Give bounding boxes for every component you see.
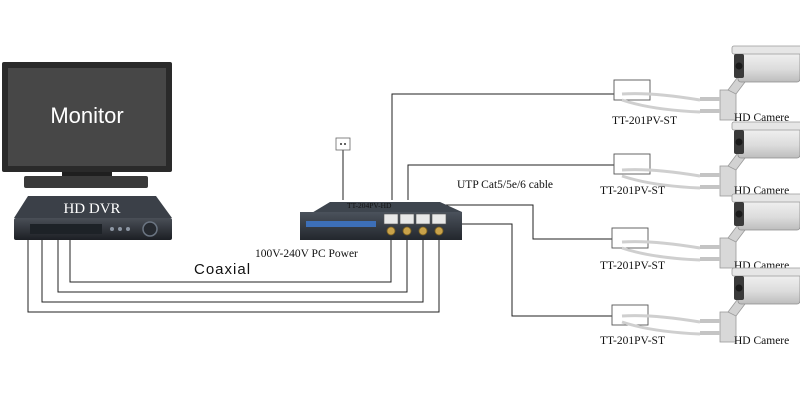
dvr-knob-icon: [142, 221, 158, 237]
camera-row-2: TT-201PV-ST HD Camere: [600, 120, 800, 198]
coaxial-label: Coaxial: [194, 261, 251, 278]
transceiver-label: TT-201PV-ST: [600, 335, 665, 347]
hub-model-label: TT-204PV-HD: [347, 201, 392, 210]
camera-label: HD Camere: [734, 335, 789, 347]
monitor: Monitor: [2, 62, 172, 188]
utp-cable-label: UTP Cat5/5e/6 cable: [457, 179, 553, 191]
power-label: 100V-240V PC Power: [255, 248, 358, 260]
camera-label: HD Camere: [734, 112, 789, 124]
wires: [27, 93, 614, 317]
dvr-label: HD DVR: [63, 201, 120, 217]
transceiver-box: [613, 79, 651, 101]
camera-row-4: TT-201PV-ST HD Camere: [600, 266, 800, 347]
video-hub: TT-204PV-HD 100V-240V PC Power: [255, 137, 462, 260]
hub-rj45-ports: [383, 213, 447, 225]
camera-row-3: TT-201PV-ST HD Camere: [600, 192, 800, 272]
monitor-label: Monitor: [50, 103, 123, 128]
power-outlet-icon: [335, 137, 351, 151]
hd-dvr: HD DVR: [14, 196, 172, 240]
camera-row-1: TT-201PV-ST HD Camere: [612, 44, 800, 127]
transceiver-label: TT-201PV-ST: [612, 115, 677, 127]
hub-bnc-ports: [386, 226, 444, 236]
transceiver-label: TT-201PV-ST: [600, 260, 665, 272]
transceiver-label: TT-201PV-ST: [600, 185, 665, 197]
transceiver-box: [611, 227, 649, 249]
